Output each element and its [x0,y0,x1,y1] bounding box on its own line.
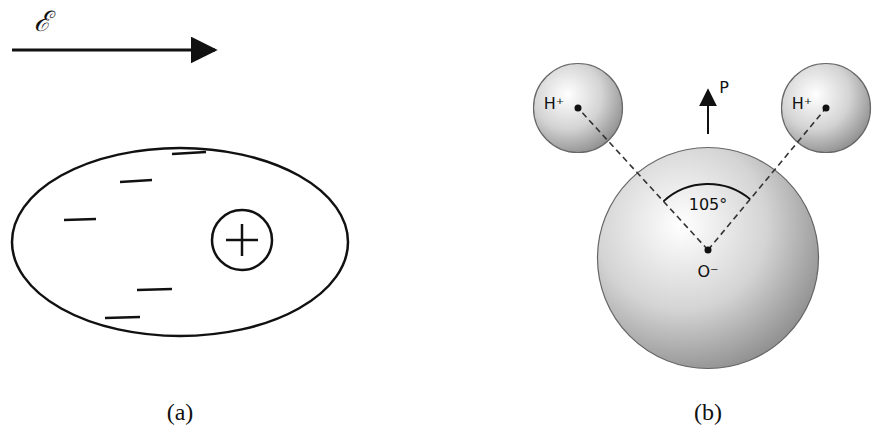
nucleus-dot [823,105,830,112]
field-arrow [12,49,215,52]
sphere [596,146,820,370]
nucleus-dot [705,247,712,254]
ion-label: H⁺ [544,95,564,113]
dipole-arrow [707,90,709,134]
ion-label: H⁺ [792,95,812,113]
oxygen-atom: 105° O⁻ [596,146,820,370]
hydrogen-atom: H⁺ [780,62,872,154]
positive-charge [212,210,272,270]
bond-line [708,108,826,250]
angle-arc [663,184,750,201]
atom-outline [12,148,348,336]
panel-label: (a) [167,399,194,425]
bond-line [578,108,708,250]
panel-label: (b) [694,399,722,425]
hydrogen-atom: H⁺ [532,62,624,154]
nucleus-dot [575,105,582,112]
field-symbol: ℰ [34,7,51,38]
ion-label: O⁻ [697,263,718,281]
angle-label: 105° [689,196,728,214]
negative-charges [64,152,206,318]
dipole-label: P [719,79,729,97]
